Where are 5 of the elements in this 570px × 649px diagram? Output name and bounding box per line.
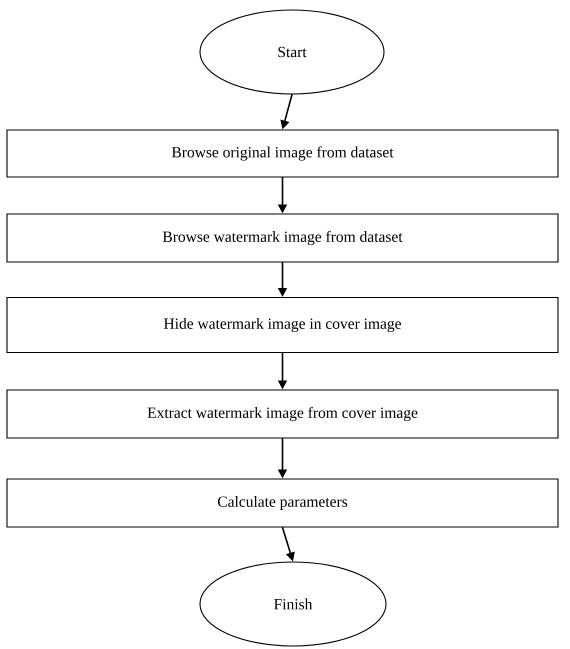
process-box: Extract watermark image from cover image: [6, 389, 559, 439]
process-box: Browse original image from dataset: [6, 129, 559, 178]
process-box: Hide watermark image in cover image: [6, 296, 559, 354]
process-box: Calculate parameters: [6, 478, 559, 528]
process-box: Browse watermark image from dataset: [6, 213, 559, 263]
